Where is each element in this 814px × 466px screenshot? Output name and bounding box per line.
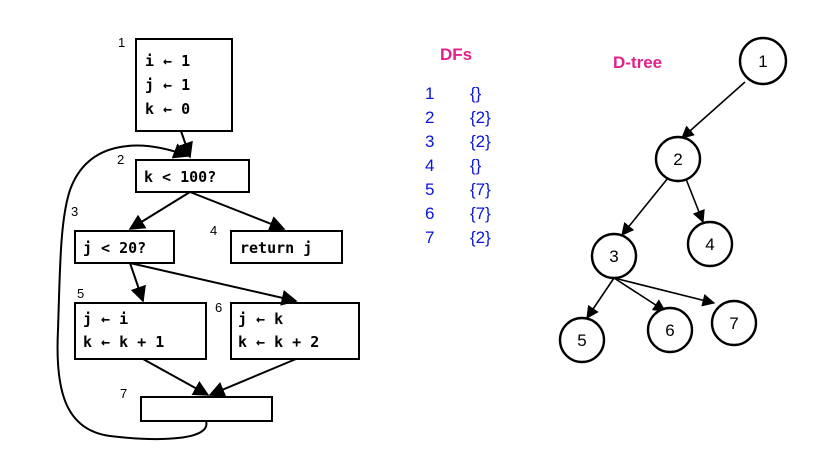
cfg-block-5-number: 5	[77, 286, 84, 301]
cfg-block-4-number: 4	[210, 223, 217, 238]
df-row-6-node: 6	[425, 204, 434, 223]
df-row-4-node: 4	[425, 156, 434, 175]
dtree-node-4: 4	[686, 220, 734, 268]
df-title: DFs	[440, 45, 472, 64]
cfg-block-3-number: 3	[71, 204, 78, 219]
dtree-node-7: 7	[710, 299, 758, 347]
dtree-edge-2-4	[685, 178, 705, 224]
cfg-block-4: 4 return j	[210, 223, 343, 264]
cfg-block-6-line-1: j ← k	[238, 310, 283, 328]
cfg-block-1-number: 1	[118, 35, 125, 50]
df-row-7-node: 7	[425, 228, 434, 247]
df-row-2-node: 2	[425, 108, 434, 127]
cfg-block-5-line-1: j ← i	[83, 310, 128, 328]
dtree-title: D-tree	[613, 53, 662, 72]
dtree-node-7-label: 7	[729, 314, 738, 333]
cfg-block-2-line-1: k < 100?	[144, 168, 216, 186]
cfg-edge-5-7	[142, 358, 210, 396]
dtree-node-5: 5	[558, 316, 606, 364]
cfg-block-6-line-2: k ← k + 2	[238, 333, 319, 351]
cfg-edge-2-4	[189, 191, 286, 232]
dtree-node-6: 6	[646, 306, 694, 354]
dominance-frontier-table: DFs 1 {} 2 {2} 3 {2} 4 {} 5 {7} 6 {7} 7 {2}	[425, 45, 491, 247]
cfg-block-6-number: 6	[215, 300, 222, 315]
dtree-node-6-label: 6	[665, 321, 674, 340]
dtree-edge-3-6	[613, 277, 667, 312]
dtree-node-1: 1	[738, 36, 788, 86]
dtree-node-3: 3	[590, 232, 638, 280]
df-row-5-node: 5	[425, 180, 434, 199]
df-row-1-value: {}	[470, 84, 482, 103]
df-row-2-value: {2}	[470, 108, 491, 127]
control-flow-graph: 1 i ← 1 j ← 1 k ← 0 2 k < 100? 3 j < 20?…	[56, 35, 360, 440]
dtree-node-5-label: 5	[577, 331, 586, 350]
df-row-7-value: {2}	[470, 228, 491, 247]
cfg-block-4-line-1: return j	[240, 239, 312, 257]
df-row-3-value: {2}	[470, 132, 491, 151]
cfg-block-6: 6 j ← k k ← k + 2	[215, 300, 360, 360]
dtree-node-1-label: 1	[758, 52, 767, 71]
dtree-edge-3-5	[586, 277, 615, 320]
cfg-edge-3-5	[129, 262, 146, 303]
dominator-tree: D-tree 1 2 3 4 5 6	[558, 36, 788, 364]
dtree-edge-1-2	[681, 81, 746, 139]
cfg-block-5-line-2: k ← k + 1	[83, 333, 164, 351]
cfg-block-3-line-1: j < 20?	[83, 239, 146, 257]
cfg-block-2: 2 k < 100?	[117, 152, 250, 193]
df-row-5-value: {7}	[470, 180, 491, 199]
cfg-block-3: 3 j < 20?	[71, 204, 175, 264]
cfg-edge-3-6	[129, 262, 298, 306]
cfg-block-1-line-1: i ← 1	[145, 52, 190, 70]
cfg-block-2-number: 2	[117, 152, 124, 167]
cfg-block-5: 5 j ← i k ← k + 1	[74, 286, 207, 360]
dtree-edge-2-3	[621, 177, 669, 236]
cfg-block-1-line-2: j ← 1	[145, 76, 190, 94]
dtree-edge-3-7	[613, 277, 716, 307]
dtree-node-2: 2	[654, 135, 702, 183]
df-row-4-value: {}	[470, 156, 482, 175]
dtree-node-3-label: 3	[609, 247, 618, 266]
cfg-block-7-number: 7	[120, 386, 127, 401]
cfg-block-1: 1 i ← 1 j ← 1 k ← 0	[118, 35, 233, 132]
dtree-node-2-label: 2	[673, 150, 682, 169]
dtree-node-4-label: 4	[705, 235, 714, 254]
df-row-6-value: {7}	[470, 204, 491, 223]
cfg-edge-6-7	[208, 358, 297, 397]
cfg-block-1-line-3: k ← 0	[145, 100, 190, 118]
df-row-3-node: 3	[425, 132, 434, 151]
cfg-back-edge-7-2	[56, 143, 208, 440]
cfg-block-7: 7	[120, 386, 273, 422]
df-row-1-node: 1	[425, 84, 434, 103]
cfg-edge-2-3	[128, 191, 191, 230]
